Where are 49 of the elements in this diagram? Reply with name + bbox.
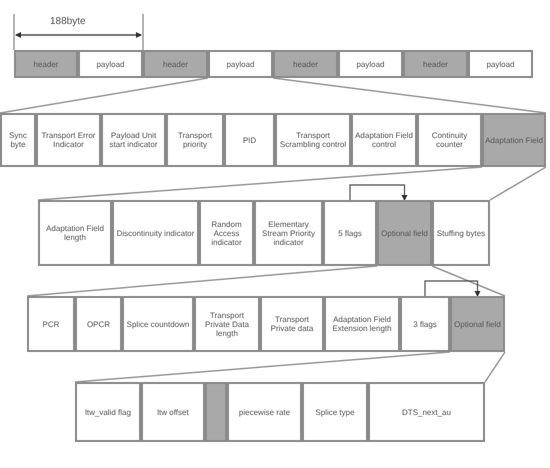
field-box: payload [208,50,273,78]
field-box: Random Access indicator [199,200,254,266]
reserved-bar [205,382,227,442]
field-box: OPCR [75,296,122,352]
field-box: 5 flags [323,200,377,266]
expansion-line [484,352,506,382]
field-box: Payload Unit start indicator [101,113,166,167]
arrow [424,280,480,297]
field-box: payload [468,50,533,78]
field-box: payload [78,50,143,78]
field-box: Adaptation Field length [38,200,112,266]
field-box: DTS_next_au [368,382,485,442]
field-box: Stuffing bytes [432,200,490,266]
field-box: header [403,50,468,78]
field-box: Transport priority [166,113,224,167]
field-box: Sync byte [0,113,36,167]
field-box: Adaptation Field [482,113,546,167]
field-box: Continuity counter [417,113,482,167]
field-box: Discontinuity indicator [112,200,199,266]
expansion-line [490,166,546,201]
field-box: Optional field [377,200,432,266]
expansion-line [26,265,378,297]
arrow [349,184,408,201]
field-box: header [273,50,338,78]
field-box: PID [224,113,275,167]
expansion-line [38,166,482,201]
field-box: PCR [27,296,75,352]
field-box: header [143,50,208,78]
field-box: Transport Private data [260,296,324,352]
field-box: Optional field [450,296,505,352]
field-box: Adaptation Field Extension length [324,296,400,352]
field-box: Elementary Stream Priority indicator [254,200,323,266]
field-box: Transport Scrambling control [275,113,351,167]
field-box: payload [338,50,403,78]
field-box: piecewise rate [227,382,302,442]
field-box: Transport Error Indicator [36,113,101,167]
expansion-line [74,351,450,383]
field-box: Adaptation Field control [351,113,417,167]
field-box: Splice countdown [122,296,194,352]
field-box: header [14,50,78,78]
expansion-line [0,77,208,114]
field-box: Transport Private Data length [194,296,260,352]
dimension-label: 188byte [50,16,86,27]
field-box: Splice type [302,382,368,442]
expansion-line [272,77,546,114]
expansion-line [432,265,506,297]
field-box: ltw offset [141,382,205,442]
field-box: ltw_valid flag [75,382,141,442]
field-box: 3 flags [400,296,450,352]
